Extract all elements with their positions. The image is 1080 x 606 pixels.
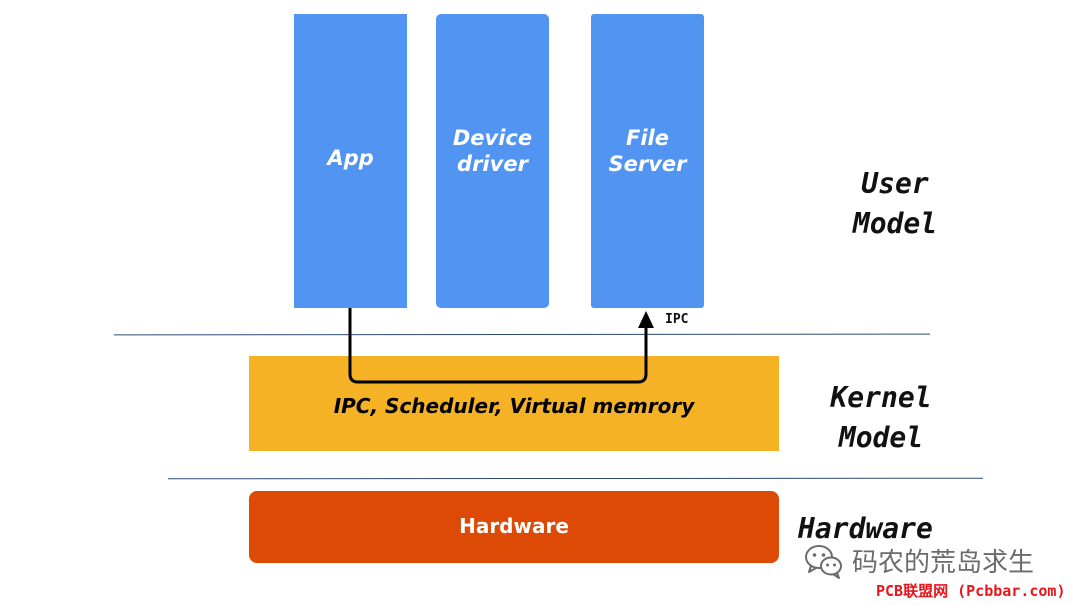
- user-model-label: User Model: [852, 167, 938, 240]
- hardware-layer-label: Hardware: [798, 512, 933, 545]
- ipc-arrow-path: [348, 308, 648, 384]
- hardware-box: Hardware: [249, 491, 779, 563]
- file-server-box: File Server: [591, 14, 704, 308]
- app-box: App: [294, 14, 407, 308]
- hardware-box-label: Hardware: [459, 513, 569, 538]
- app-box-label: App: [327, 146, 374, 171]
- wechat-icon: [805, 545, 842, 579]
- kernel-box: IPC, Scheduler, Virtual memrory: [249, 356, 779, 451]
- file-server-box-label: File Server: [608, 125, 687, 176]
- watermark-text: 码农的荒岛求生: [852, 547, 1035, 578]
- device-driver-box: Device driver: [436, 14, 549, 308]
- credit-text: PCB联盟网 (Pcbbar.com): [876, 582, 1066, 600]
- ipc-label: IPC: [665, 312, 689, 327]
- kernel-box-label: IPC, Scheduler, Virtual memrory: [333, 393, 695, 418]
- ipc-arrow-head: [638, 311, 654, 328]
- kernel-model-label: Kernel Model: [830, 381, 932, 454]
- device-driver-box-label: Device driver: [452, 125, 533, 176]
- watermark: 码农的荒岛求生: [802, 538, 1034, 582]
